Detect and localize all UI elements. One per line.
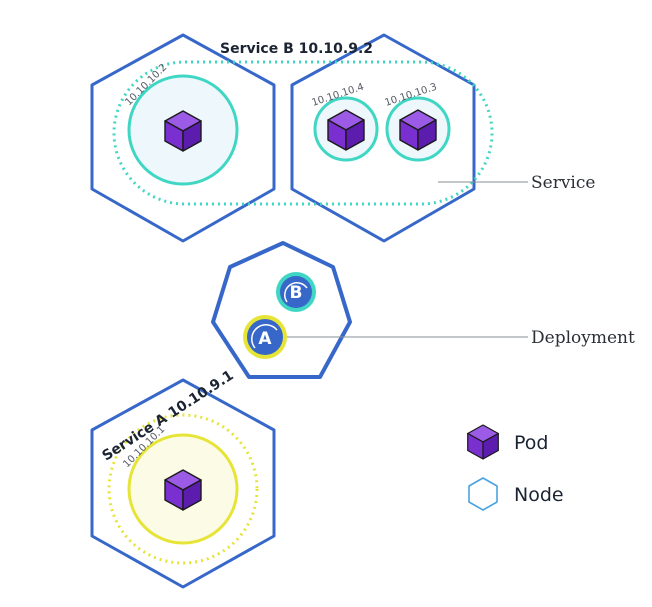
deployment-callout-label: Deployment (531, 328, 635, 348)
service-b-boundary (112, 60, 494, 206)
node-hexagon-bottom (90, 378, 276, 589)
badge-letter-a: A (258, 329, 272, 349)
legend-pod-icon (467, 424, 499, 460)
legend-pod-label: Pod (514, 432, 548, 454)
service-b-title: Service B 10.10.9.2 (220, 41, 373, 57)
badge-letter-b: B (290, 283, 303, 303)
legend-node-label: Node (514, 484, 564, 506)
service-a-boundary (107, 413, 259, 565)
deployment-badge-a: A (243, 315, 287, 359)
legend-node-icon (468, 477, 498, 511)
node-hexagon-right (290, 33, 476, 243)
rotate-icon (251, 324, 278, 349)
rotate-icon (284, 282, 308, 303)
node-hexagon-left (90, 33, 276, 243)
legend: Pod Node (467, 424, 564, 511)
service-callout-label: Service (531, 173, 595, 193)
deployment-heptagon (211, 241, 352, 379)
deployment-badge-b: B (276, 272, 316, 312)
